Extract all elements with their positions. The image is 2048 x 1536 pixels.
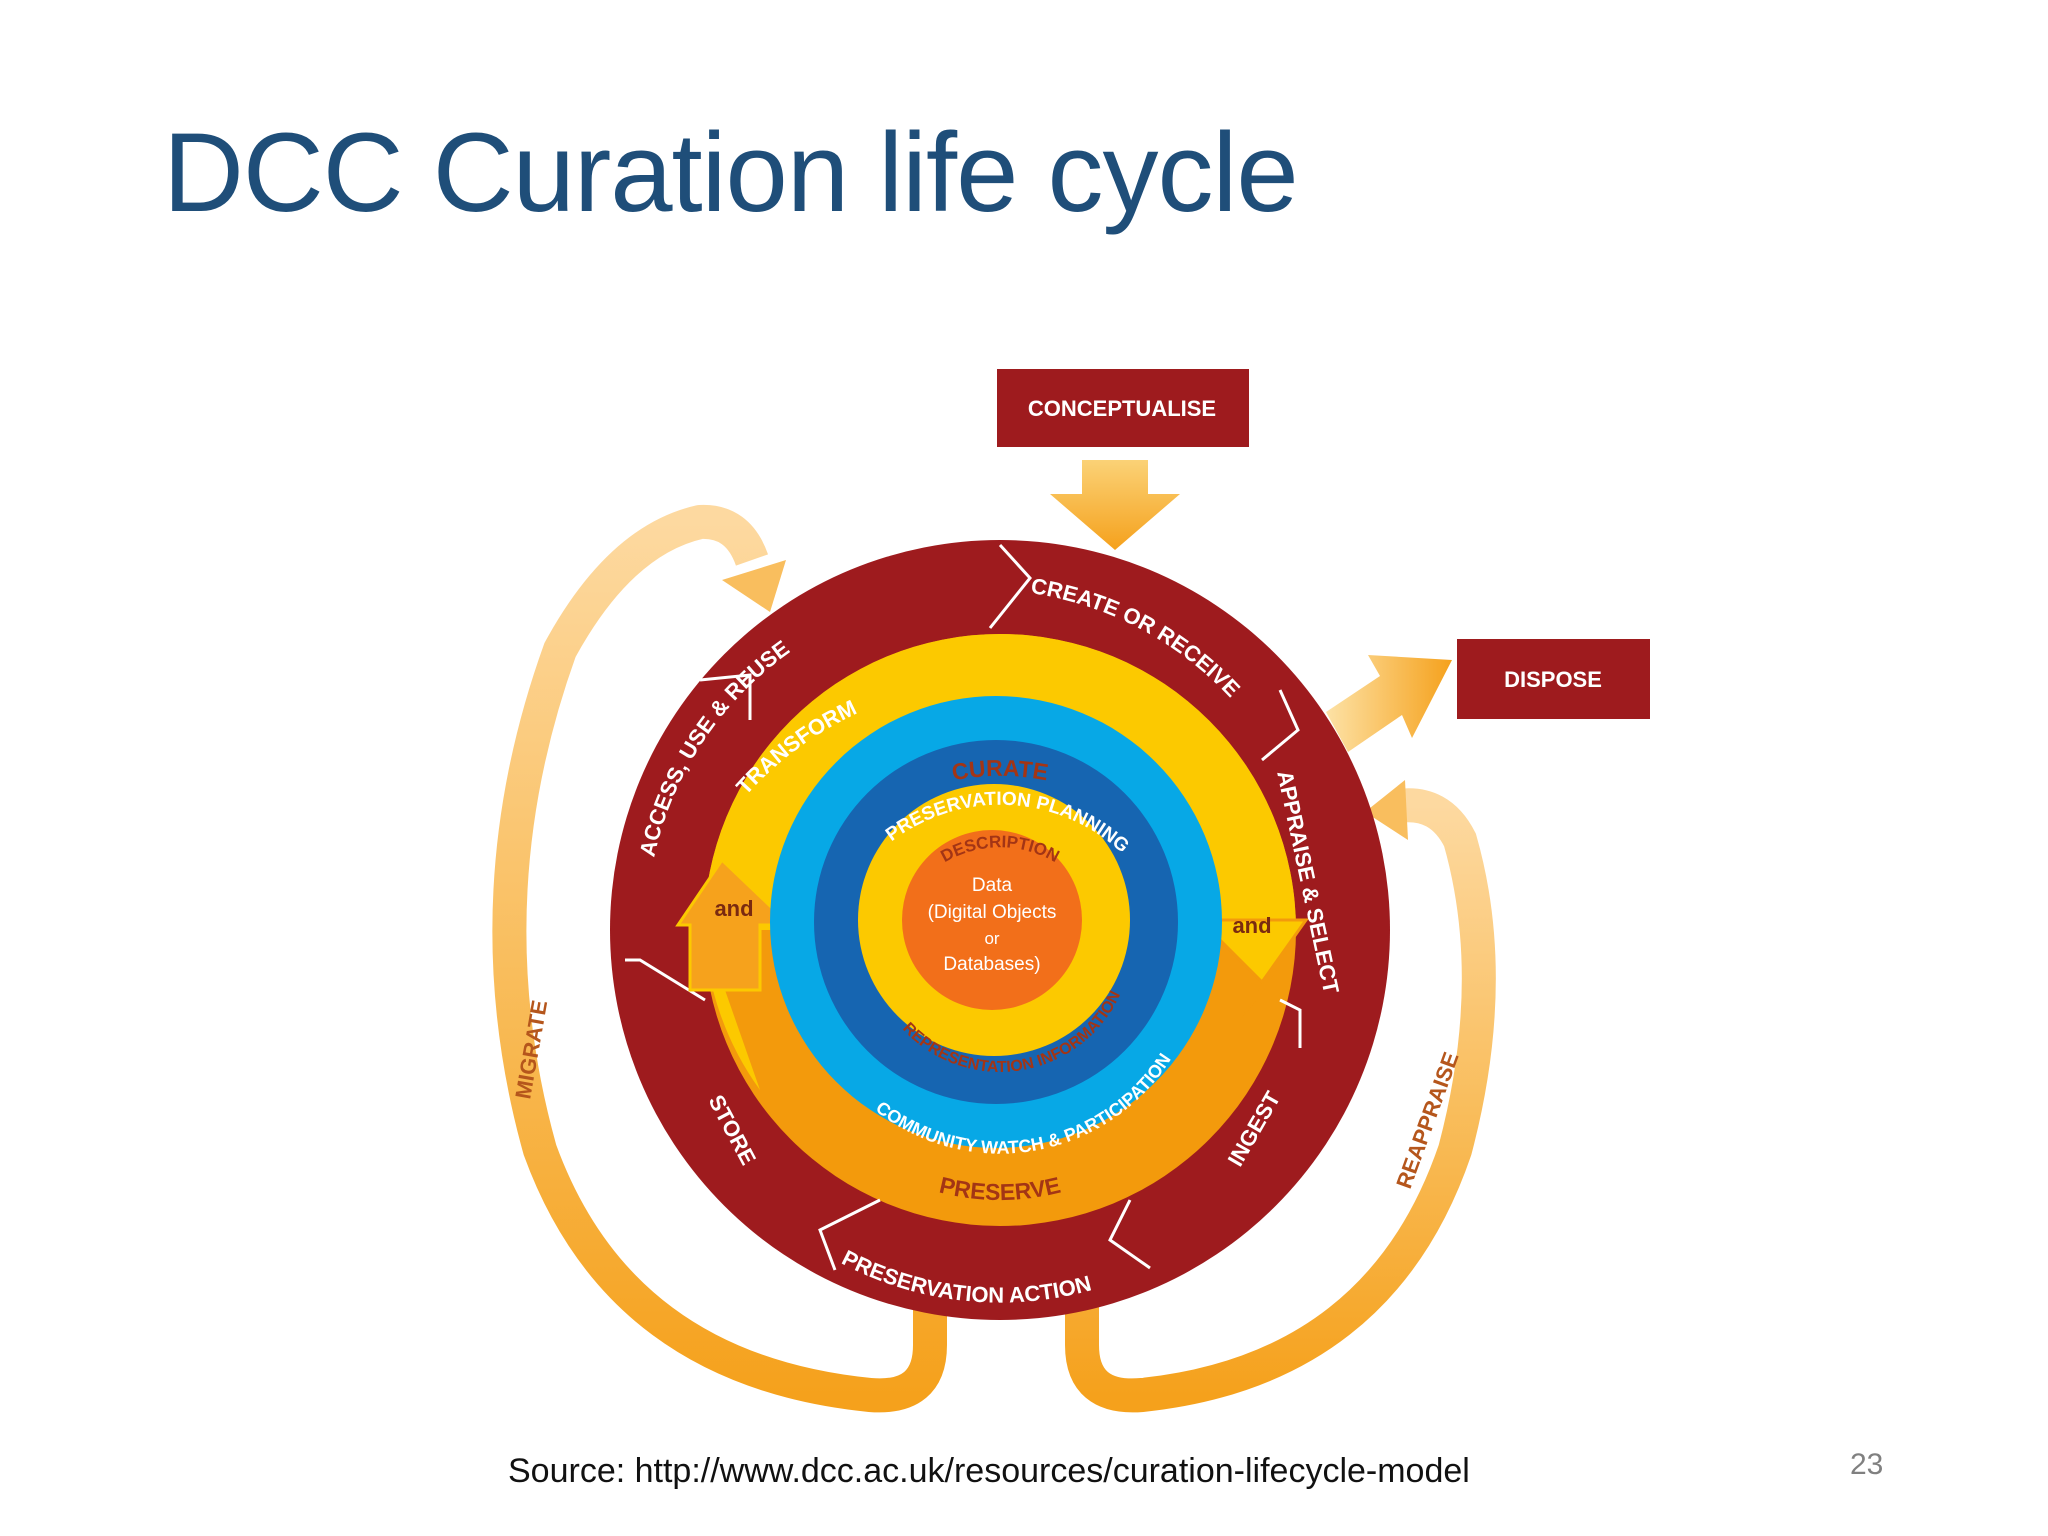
page-number: 23 — [1850, 1448, 1884, 1481]
core-line2: (Digital Objects — [928, 902, 1057, 923]
and-right-label: and — [1232, 913, 1271, 938]
slide-title: DCC Curation life cycle — [163, 110, 1299, 235]
core-line1: Data — [972, 875, 1013, 896]
dispose-group: DISPOSE — [1326, 639, 1650, 752]
source-citation: Source: http://www.dcc.ac.uk/resources/c… — [508, 1452, 1470, 1490]
dispose-label: DISPOSE — [1504, 667, 1602, 692]
conceptualise-label: CONCEPTUALISE — [1028, 396, 1216, 421]
curate-label: CURATE — [950, 755, 1050, 786]
data-core — [902, 830, 1082, 1010]
dispose-arrow — [1326, 655, 1452, 752]
core-line3: or — [984, 929, 999, 948]
and-arrow-right: and — [1196, 913, 1309, 985]
outer-ring-separators — [625, 543, 1302, 1271]
curate-label-text: CURATE — [950, 755, 1050, 786]
conceptualise-box — [997, 369, 1249, 447]
and-left-label: and — [714, 896, 753, 921]
conceptualise-group: CONCEPTUALISE — [997, 369, 1249, 550]
conceptualise-arrow — [1050, 460, 1180, 550]
core-line4: Databases) — [943, 954, 1040, 975]
dispose-box — [1457, 639, 1650, 719]
